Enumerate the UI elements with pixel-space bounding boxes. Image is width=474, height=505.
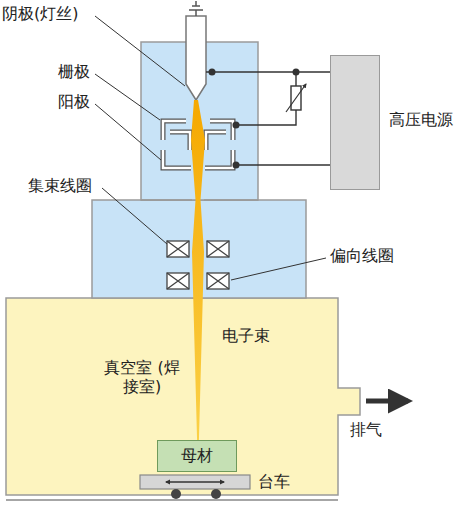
leader-lines [95,16,326,280]
part-label: 排气 [350,420,382,439]
part-label: 集束线圈 [28,176,92,195]
part-label: 电子束 [222,326,270,345]
electron-beam [191,100,205,452]
coil-symbols [167,241,229,289]
battery-symbol [189,1,203,16]
vacuum-chamber-node: 真空室 (焊接室) 母材 [6,298,338,495]
wire-dots [209,69,300,169]
cathode-filament [186,16,206,100]
supply-wires [206,72,330,165]
node-text: 真空室 (焊接室) [102,358,182,396]
power-supply-box: 高压电源 [330,55,380,190]
part-label: 偏向线圈 [330,246,394,265]
cart-motion-arrow [166,481,224,482]
cart-wheel [171,489,181,499]
base-material-box: 母材 [157,440,237,472]
node-text: 母材 [181,446,213,465]
part-label: 栅极 [58,62,90,81]
part-label: 阳极 [58,92,90,111]
node-text: 高压电源 [389,110,453,129]
vacuum-chamber [6,298,360,495]
part-label: 阴极(灯丝) [2,4,78,23]
floor-line [6,499,338,501]
cart-body [140,475,250,489]
cart-wheel [211,489,221,499]
exhaust-arrow [366,399,408,404]
part-label: 台车 [258,472,290,491]
